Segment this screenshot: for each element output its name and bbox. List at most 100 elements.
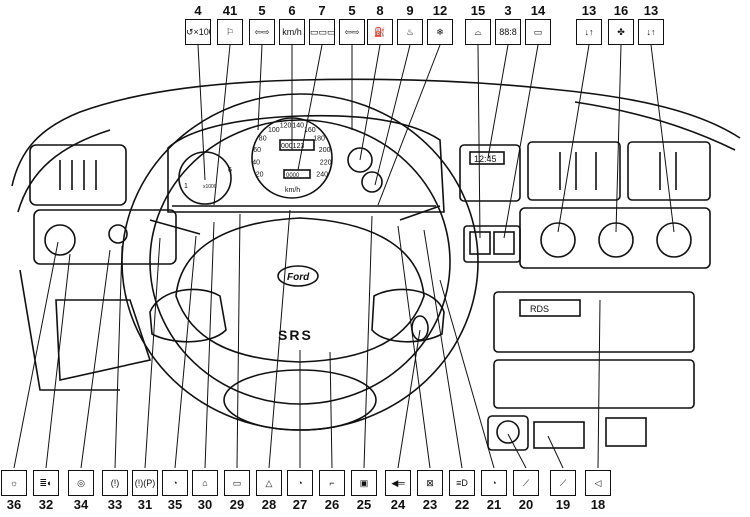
clock-window bbox=[469, 151, 505, 165]
tacho-high: 6 bbox=[228, 167, 232, 174]
headlamp-levelling-icon: ≣◐ bbox=[33, 470, 59, 496]
speed-tick-label: 20 bbox=[256, 171, 264, 178]
light-switch-icon: ☼ bbox=[1, 470, 27, 496]
handbrake-icon: (!)(P) bbox=[132, 470, 158, 496]
speed-tick-label: 180 bbox=[313, 136, 325, 143]
callout-number: 35 bbox=[167, 497, 183, 512]
bottom-callout: ⊠23 bbox=[417, 470, 443, 512]
callout-number: 5 bbox=[348, 3, 356, 18]
bottom-leader-line bbox=[397, 329, 421, 469]
loudspeaker-icon: ◁ bbox=[585, 470, 611, 496]
top-leader-line bbox=[503, 44, 539, 239]
bottom-leader-line bbox=[268, 209, 291, 469]
top-leader-line bbox=[359, 44, 381, 161]
speed-tick-label: 100 bbox=[268, 127, 280, 134]
speed-tick-label: 40 bbox=[252, 159, 260, 166]
brake-pad-wear-icon: ◎ bbox=[68, 470, 94, 496]
bonnet-release bbox=[533, 421, 585, 449]
bottom-leader-line bbox=[547, 435, 564, 469]
bottom-callout: ◁18 bbox=[585, 470, 611, 512]
horn-button bbox=[411, 315, 429, 341]
callout-number: 32 bbox=[38, 497, 54, 512]
callout-number: 13 bbox=[581, 3, 597, 18]
srs-label: SRS bbox=[278, 327, 313, 343]
horn-icon: ⌐ bbox=[319, 470, 345, 496]
ignition-switch bbox=[496, 420, 520, 444]
right-stalk bbox=[399, 205, 441, 221]
bottom-leader-line bbox=[144, 237, 161, 469]
callout-number: 16 bbox=[613, 3, 629, 18]
bottom-callout: ◔35 bbox=[162, 470, 188, 512]
blower-fan-icon: ✤ bbox=[608, 19, 634, 45]
battery-charge-icon: ▭ bbox=[224, 470, 250, 496]
callout-number: 28 bbox=[261, 497, 277, 512]
ignition-surround bbox=[487, 415, 529, 451]
tachometer-icon: ↺×1000 bbox=[185, 19, 211, 45]
callout-number: 22 bbox=[454, 497, 470, 512]
left-vent bbox=[29, 144, 127, 206]
speed-tick-label: 200 bbox=[319, 147, 331, 154]
bottom-callout: ⌐26 bbox=[319, 470, 345, 512]
bottom-callout: ▣25 bbox=[351, 470, 377, 512]
bottom-leader-line bbox=[204, 221, 215, 469]
dashboard-top-outline bbox=[11, 78, 741, 187]
odometer-window bbox=[279, 139, 315, 151]
top-leader-line bbox=[650, 44, 675, 233]
seat-heater-icon: ▣ bbox=[351, 470, 377, 496]
service-indicator-icon: ⚐ bbox=[217, 19, 243, 45]
radio-rds-label: RDS bbox=[530, 304, 549, 314]
tacho-scale: x1000 bbox=[203, 184, 217, 190]
top-callout: 16✤ bbox=[608, 4, 634, 45]
bottom-leader-line bbox=[45, 253, 71, 469]
bottom-callout: ⟋20 bbox=[513, 470, 539, 512]
windscreen-heater-icon: ⌓ bbox=[465, 19, 491, 45]
trip-window bbox=[283, 169, 311, 179]
callout-number: 9 bbox=[406, 3, 414, 18]
bottom-callout: (!)(P)31 bbox=[132, 470, 158, 512]
top-callout: 14▭ bbox=[525, 4, 551, 45]
steering-hub bbox=[175, 217, 425, 363]
speed-tick-label: 140 bbox=[292, 123, 304, 130]
radio-display bbox=[519, 299, 581, 317]
air-distribution-icon: ↓↑ bbox=[576, 19, 602, 45]
bottom-leader-line bbox=[597, 299, 601, 469]
bottom-leader-line bbox=[423, 229, 463, 469]
ford-badge-label: Ford bbox=[287, 272, 310, 283]
wiper-switch-icon: ◀═ bbox=[385, 470, 411, 496]
callout-number: 15 bbox=[470, 3, 486, 18]
bottom-callout: ⌂30 bbox=[192, 470, 218, 512]
temperature-knob bbox=[656, 222, 692, 258]
coolant-temperature-icon: ♨ bbox=[397, 19, 423, 45]
speed-tick-label: 60 bbox=[253, 147, 261, 154]
bottom-callout: ◎34 bbox=[68, 470, 94, 512]
clock-display-icon: 88:8 bbox=[495, 19, 521, 45]
frost-warning-icon: ❄ bbox=[427, 19, 453, 45]
knee-bolster bbox=[55, 299, 152, 381]
bottom-leader-line bbox=[174, 235, 197, 469]
callout-number: 33 bbox=[107, 497, 123, 512]
cruise-indicator-icon: ◔ bbox=[481, 470, 507, 496]
speed-tick-label: 80 bbox=[259, 136, 267, 143]
trip-readout: 0000 bbox=[286, 173, 300, 179]
bottom-callout: ◀═24 bbox=[385, 470, 411, 512]
climate-panel bbox=[519, 207, 711, 269]
rear-fog-light-icon: ⊠ bbox=[417, 470, 443, 496]
top-leader-line bbox=[374, 44, 411, 186]
callout-number: 19 bbox=[555, 497, 571, 512]
callout-number: 31 bbox=[137, 497, 153, 512]
dashboard-inner-outline bbox=[17, 129, 111, 213]
bottom-leader-line bbox=[329, 351, 333, 469]
top-leader-line bbox=[377, 44, 441, 206]
radio-lower-slot bbox=[493, 359, 695, 409]
top-callout: 12❄ bbox=[427, 4, 453, 45]
callout-number: 41 bbox=[222, 3, 238, 18]
top-callout: 15⌓ bbox=[465, 4, 491, 45]
light-switch-knob bbox=[44, 224, 76, 256]
callout-number: 5 bbox=[258, 3, 266, 18]
temperature-control-icon: ↓↑ bbox=[638, 19, 664, 45]
rear-window-heater-icon: ▭ bbox=[525, 19, 551, 45]
speed-unit-label: km/h bbox=[285, 187, 300, 194]
